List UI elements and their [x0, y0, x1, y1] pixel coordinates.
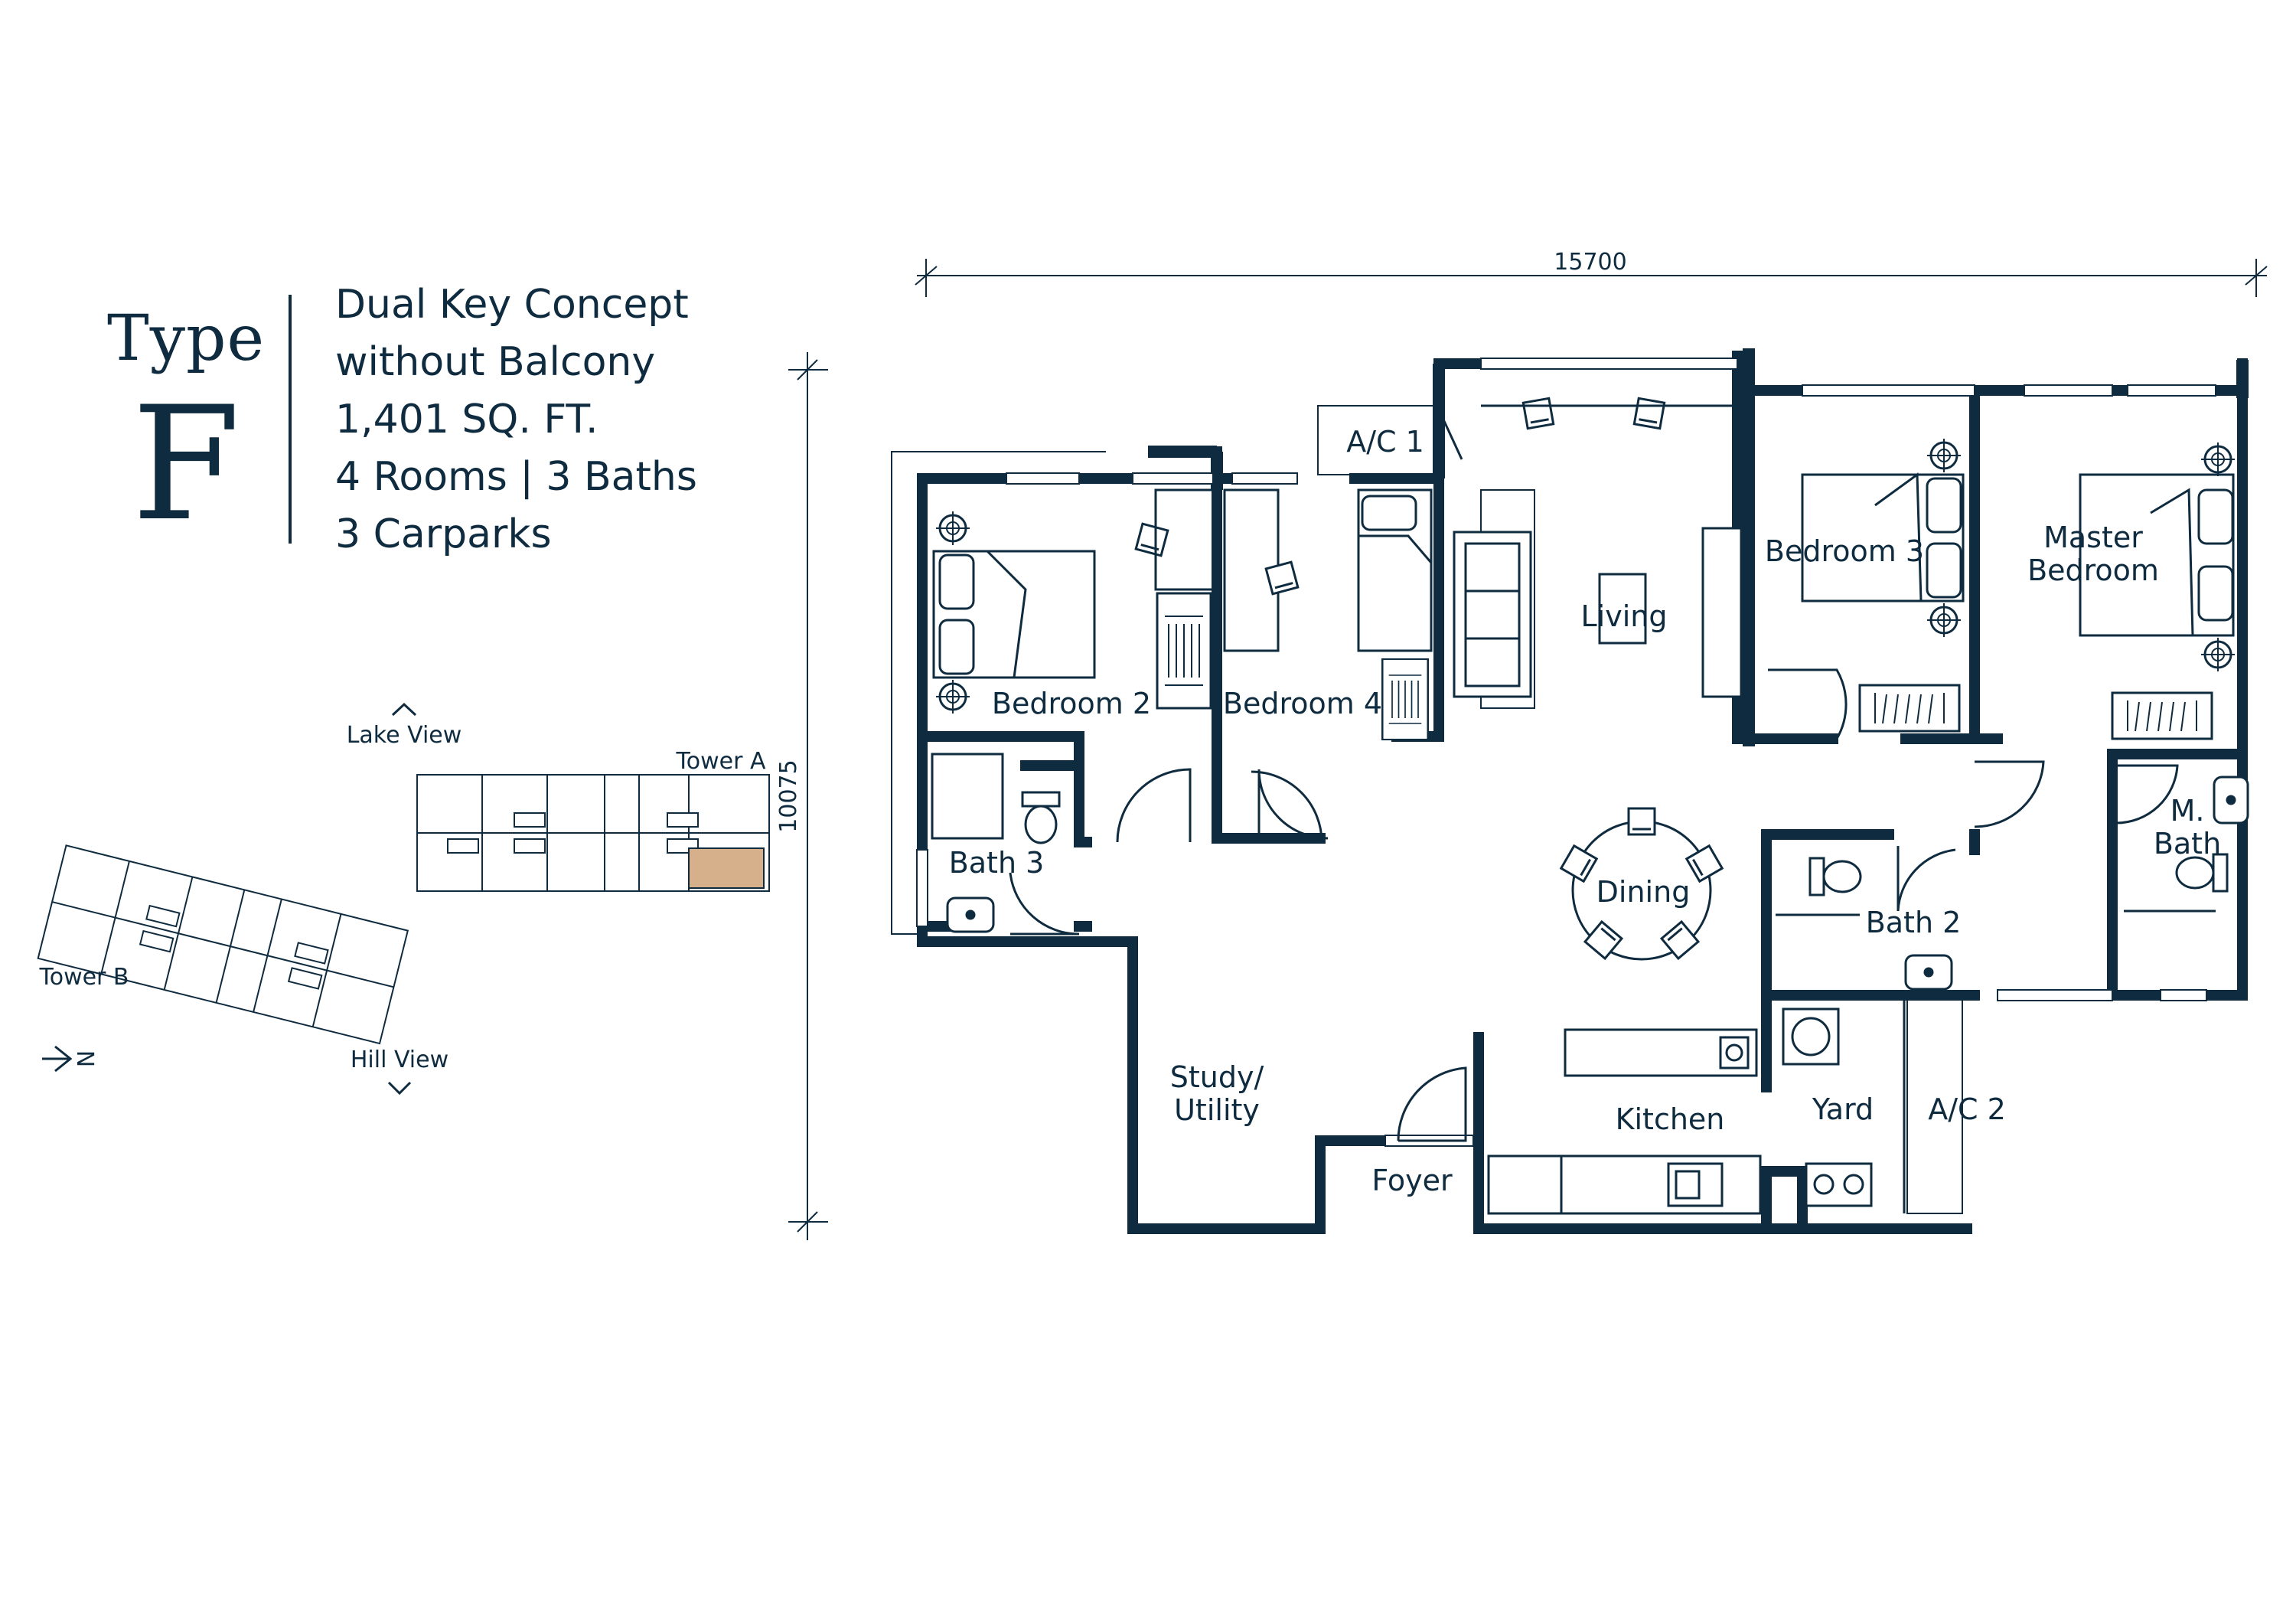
room-label-yard: Yard [1812, 1092, 1874, 1126]
room-label-bedroom-2: Bedroom 2 [992, 687, 1151, 720]
room-label-bath-3: Bath 3 [949, 846, 1045, 880]
tower-b-label: Tower B [38, 964, 129, 991]
wardrobe-master [2111, 691, 2213, 740]
spec-rooms-baths: 4 Rooms | 3 Baths [335, 454, 697, 500]
sofa [1453, 531, 1532, 698]
spec-balcony: without Balcony [335, 339, 656, 385]
key-plan: Lake View Tower A Tower B Hill View N [37, 702, 770, 1096]
depth-dimension-label: 10075 [775, 759, 802, 832]
walls [917, 351, 2248, 1234]
wardrobe-bedroom-3 [1858, 684, 1961, 733]
room-label-living: Living [1581, 599, 1668, 633]
room-label-dining: Dining [1596, 875, 1691, 909]
room-label-ac1: A/C 1 [1346, 425, 1424, 459]
thick-walls [1148, 348, 2249, 746]
room-label-master-1: Master [2043, 521, 2143, 554]
toilet-bath-3 [1021, 791, 1061, 844]
width-dimension [915, 259, 2268, 297]
room-label-kitchen: Kitchen [1616, 1102, 1725, 1136]
tower-a-label: Tower A [676, 748, 766, 775]
lake-view-arrow [391, 702, 417, 717]
lake-view-label: Lake View [347, 722, 462, 749]
room-label-study-1: Study/ [1170, 1060, 1264, 1094]
room-label-foyer: Foyer [1371, 1164, 1453, 1197]
sink-bath-3 [946, 896, 995, 933]
coffee-table [1598, 573, 1647, 645]
room-label-master-2: Bedroom [2027, 554, 2159, 587]
spec-carparks: 3 Carparks [335, 511, 552, 557]
spec-area: 1,401 SQ. FT. [335, 397, 598, 442]
toilet-bath-2 [1808, 857, 1862, 896]
room-label-bath-2: Bath 2 [1866, 906, 1962, 939]
spec-concept: Dual Key Concept [335, 282, 689, 328]
room-label-ac2: A/C 2 [1928, 1092, 2006, 1126]
room-label-mbath-1: M. [2170, 794, 2205, 828]
tv-console [1701, 527, 1743, 698]
tower-b-outline [37, 844, 409, 1045]
room-label-study-2: Utility [1174, 1093, 1260, 1127]
sink-mbath [2213, 776, 2249, 825]
north-label: N [71, 1050, 98, 1067]
door-swings [1009, 409, 2179, 1142]
type-label: Type [107, 302, 266, 375]
wardrobe-bedroom-2 [1156, 592, 1212, 710]
sink-bath-2 [1904, 954, 1953, 991]
highlighted-unit [688, 847, 765, 889]
width-dimension-label: 15700 [1554, 249, 1626, 276]
room-label-bedroom-3: Bedroom 3 [1765, 534, 1924, 568]
type-letter: F [132, 374, 241, 556]
north-arrow-icon [42, 1045, 73, 1073]
room-labels: A/C 1 Living Bedroom 3 Master Bedroom Be… [949, 425, 2221, 1197]
depth-dimension [788, 352, 828, 1240]
furniture [931, 397, 2249, 1215]
hill-view-label: Hill View [351, 1047, 448, 1073]
room-label-bedroom-4: Bedroom 4 [1223, 687, 1382, 720]
hill-view-arrow [387, 1081, 412, 1096]
room-label-mbath-2: Bath [2154, 827, 2221, 860]
stove [1805, 1162, 1873, 1207]
windows [916, 358, 2216, 1147]
header-divider [289, 295, 292, 544]
wardrobe-bedroom-4 [1381, 658, 1430, 741]
